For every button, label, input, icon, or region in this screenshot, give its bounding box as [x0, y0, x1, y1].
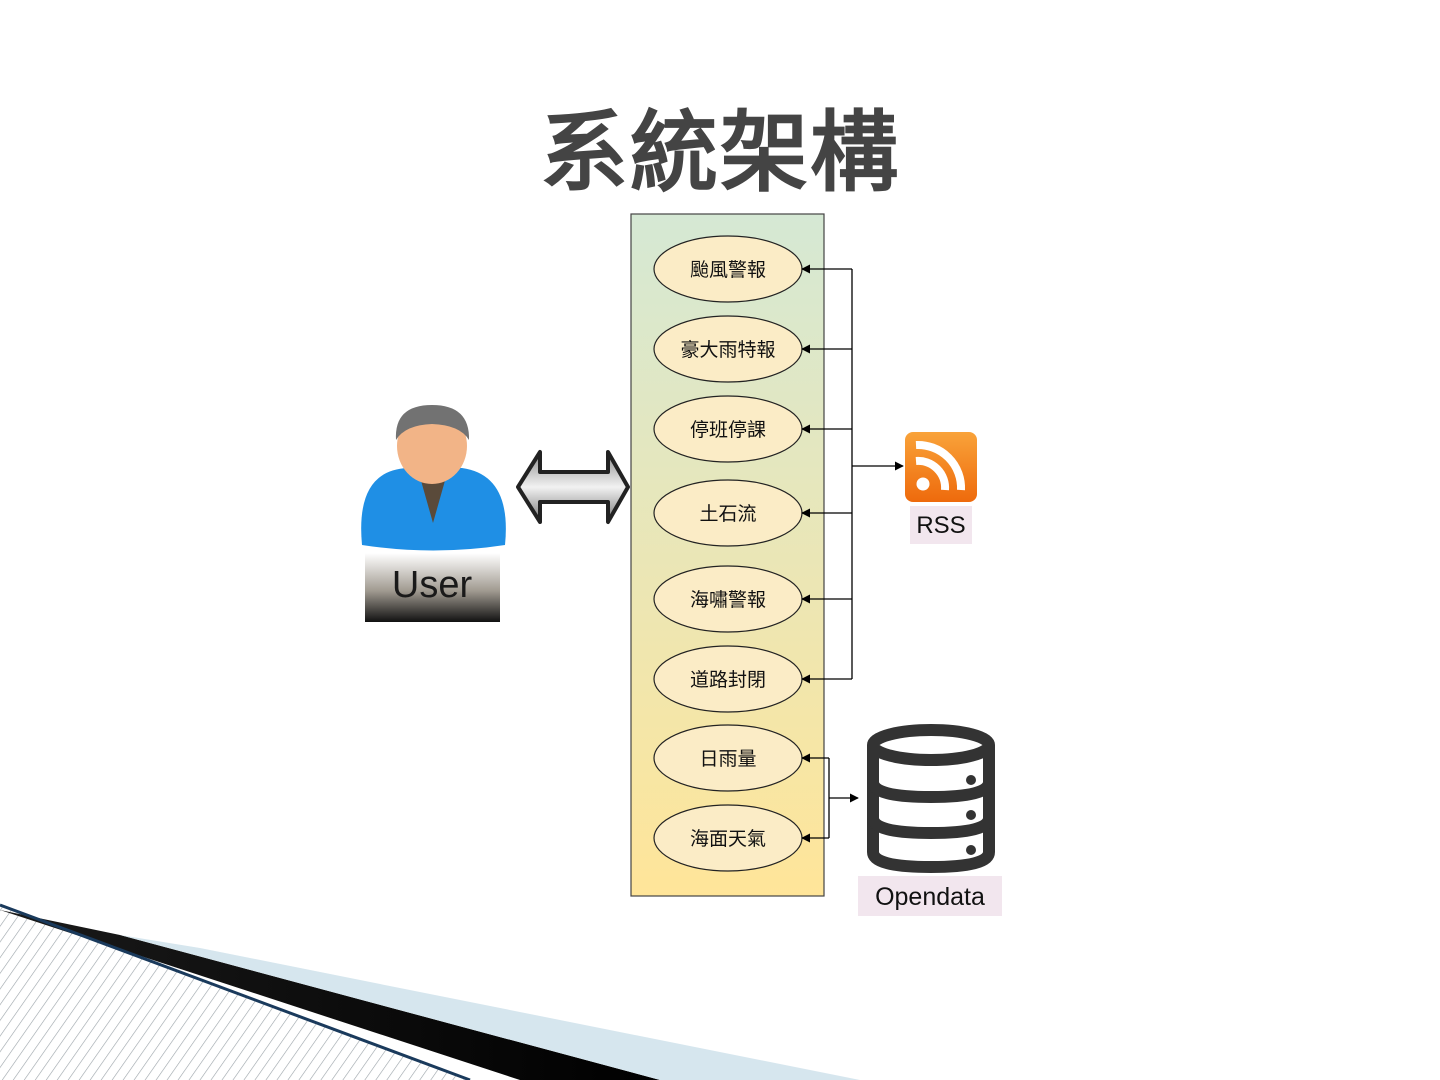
- service-item: 海嘯警報: [653, 565, 803, 633]
- user-hair-icon: [395, 405, 470, 440]
- user-label: User: [392, 564, 473, 606]
- user-face-icon: [397, 408, 467, 484]
- service-item-label: 海面天氣: [690, 828, 766, 850]
- rss-label-box: [910, 506, 972, 544]
- service-item-label: 土石流: [699, 503, 756, 525]
- slide-title: 系統架構: [539, 101, 900, 204]
- service-item-label: 海嘯警報: [690, 589, 766, 611]
- rss-source: RSS: [905, 432, 977, 544]
- rss-feed-icon: [905, 432, 977, 502]
- service-item: 日雨量: [653, 724, 803, 792]
- service-item-label: 停班停課: [690, 419, 766, 441]
- user-label-box: [365, 553, 500, 622]
- service-item: 土石流: [653, 479, 803, 547]
- database-icon: [867, 724, 995, 874]
- opendata-label-box: [858, 876, 1002, 916]
- service-item: 颱風警報: [653, 235, 803, 303]
- service-item-label: 颱風警報: [690, 259, 766, 281]
- rss-label: RSS: [916, 512, 965, 539]
- decorative-ribbon: [0, 903, 860, 1080]
- service-item-label: 日雨量: [699, 748, 756, 770]
- service-item: 停班停課: [653, 395, 803, 463]
- service-item: 道路封閉: [653, 645, 803, 713]
- service-item: 豪大雨特報: [653, 315, 803, 383]
- service-item-label: 豪大雨特報: [680, 339, 775, 361]
- service-item: 海面天氣: [653, 804, 803, 872]
- bidirectional-arrow-icon: [516, 450, 630, 524]
- user-figure: User: [361, 405, 506, 622]
- opendata-source: Opendata: [858, 724, 1002, 916]
- service-item-label: 道路封閉: [690, 669, 766, 691]
- opendata-label: Opendata: [875, 883, 985, 911]
